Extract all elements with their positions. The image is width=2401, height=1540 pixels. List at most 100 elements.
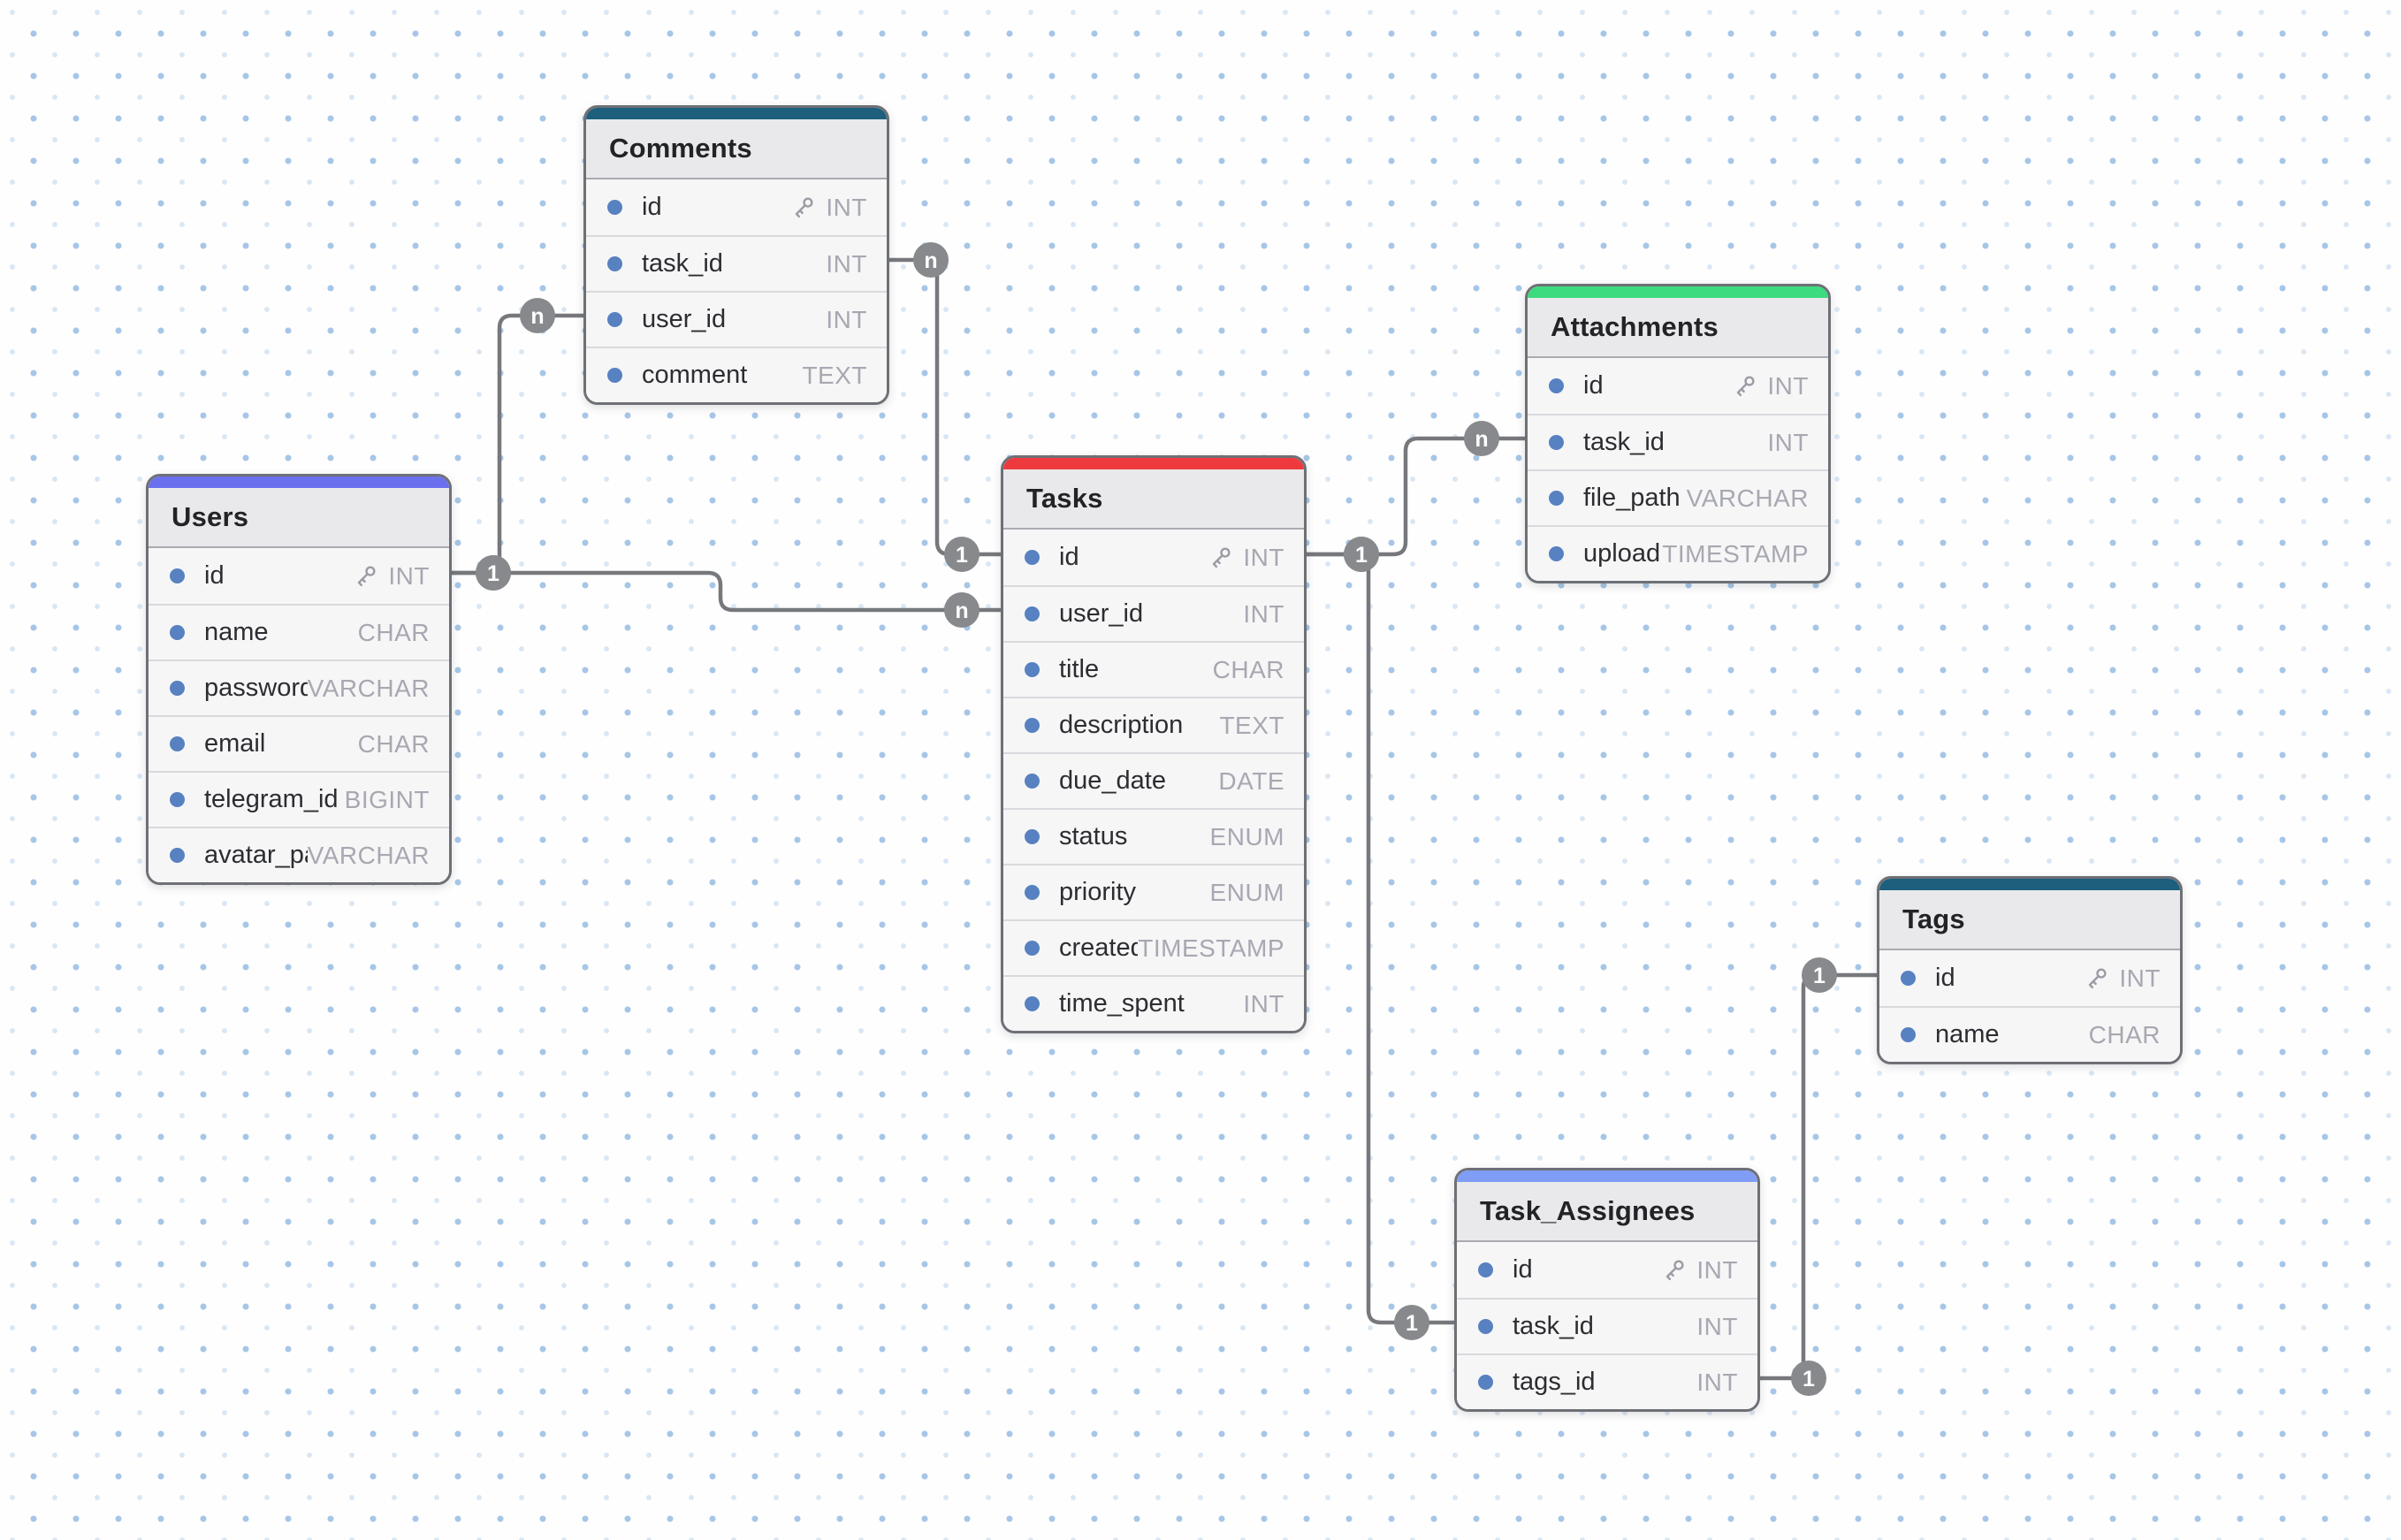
field-name: task_id — [1583, 428, 1665, 456]
field-row-task_assignees-tags_id[interactable]: tags_id INT — [1457, 1353, 1757, 1409]
relationship-users-id-to-tasks-user-id[interactable] — [452, 570, 1001, 613]
field-row-users-avatar_pa[interactable]: avatar_pa... VARCHAR — [149, 827, 449, 882]
field-row-tasks-due_date[interactable]: due_date DATE — [1003, 752, 1304, 808]
cardinality-label-users-id-to-comments-user-id: n — [520, 298, 555, 333]
field-name: id — [1059, 543, 1079, 571]
field-name: description — [1059, 711, 1184, 739]
field-row-tasks-user_id[interactable]: user_id INT — [1003, 585, 1304, 641]
field-name: title — [1059, 655, 1100, 683]
field-meta: INT — [1243, 990, 1284, 1018]
field-row-tags-name[interactable]: name CHAR — [1879, 1006, 2180, 1062]
field-row-users-email[interactable]: email CHAR — [149, 715, 449, 771]
svg-text:n: n — [530, 304, 544, 329]
field-meta: INT — [1660, 1256, 1738, 1285]
field-dot-icon — [1025, 885, 1040, 900]
field-type: INT — [1767, 428, 1809, 456]
field-row-tasks-id[interactable]: id INT — [1003, 530, 1304, 585]
cardinality-label-tasks-id-to-task-assignees-task-id: 1 — [1394, 1305, 1429, 1340]
field-dot-icon — [1549, 378, 1564, 393]
table-title[interactable]: Attachments — [1528, 298, 1828, 358]
table-attachments[interactable]: Attachments id INT task_id INT file_path… — [1525, 284, 1831, 583]
field-type: CHAR — [357, 618, 430, 646]
field-row-users-id[interactable]: id INT — [149, 548, 449, 604]
table-tasks[interactable]: Tasks id INT user_id INT title CHAR desc… — [1001, 455, 1307, 1033]
field-name: telegram_id — [204, 785, 339, 813]
table-title[interactable]: Tags — [1879, 890, 2180, 950]
field-row-comments-user_id[interactable]: user_id INT — [586, 291, 887, 347]
table-users[interactable]: Users id INT name CHAR password VARCHAR … — [146, 474, 452, 885]
field-type: INT — [2119, 964, 2161, 992]
field-name: comment — [642, 361, 748, 389]
field-row-attachments-file_path[interactable]: file_path VARCHAR — [1528, 469, 1828, 525]
field-row-tasks-status[interactable]: status ENUM — [1003, 808, 1304, 864]
field-row-task_assignees-id[interactable]: id INT — [1457, 1242, 1757, 1298]
table-task_assignees[interactable]: Task_Assignees id INT task_id INT tags_i… — [1454, 1168, 1760, 1412]
field-dot-icon — [1478, 1375, 1493, 1390]
field-type: TEXT — [802, 361, 867, 389]
table-accent-bar — [586, 108, 887, 119]
field-meta: CHAR — [358, 619, 430, 647]
table-title[interactable]: Users — [149, 488, 449, 548]
table-comments[interactable]: Comments id INT task_id INT user_id INT … — [583, 105, 889, 405]
field-dot-icon — [1478, 1319, 1493, 1334]
relationship-tasks-id-to-comments-task-id[interactable] — [889, 257, 1001, 557]
field-dot-icon — [1549, 546, 1564, 561]
field-meta: DATE — [1218, 767, 1284, 796]
primary-key-icon — [1213, 547, 1231, 568]
field-row-attachments-upload[interactable]: upload... TIMESTAMP — [1528, 525, 1828, 581]
field-name: email — [204, 729, 266, 758]
svg-text:1: 1 — [1803, 1367, 1815, 1391]
field-meta: VARCHAR — [308, 842, 430, 870]
svg-text:1: 1 — [1406, 1311, 1418, 1336]
field-row-attachments-id[interactable]: id INT — [1528, 358, 1828, 414]
field-row-comments-id[interactable]: id INT — [586, 179, 887, 235]
relationship-tasks-id-to-attachments-task-id[interactable] — [1307, 436, 1525, 557]
field-row-comments-task_id[interactable]: task_id INT — [586, 235, 887, 291]
field-meta: INT — [1767, 429, 1809, 457]
field-meta: ENUM — [1210, 879, 1284, 907]
primary-key-icon — [796, 197, 813, 218]
field-row-tasks-time_spent[interactable]: time_spent INT — [1003, 975, 1304, 1031]
primary-key-icon — [1666, 1260, 1684, 1281]
field-name: id — [1583, 371, 1604, 400]
field-row-comments-comment[interactable]: comment TEXT — [586, 347, 887, 402]
field-row-users-telegram_id[interactable]: telegram_id BIGINT — [149, 771, 449, 827]
field-dot-icon — [1901, 1027, 1916, 1042]
field-name: avatar_pa... — [204, 841, 308, 869]
field-type: ENUM — [1209, 878, 1284, 906]
field-name: status — [1059, 822, 1128, 850]
field-row-users-name[interactable]: name CHAR — [149, 604, 449, 659]
field-type: INT — [826, 305, 867, 333]
field-row-tags-id[interactable]: id INT — [1879, 950, 2180, 1006]
field-dot-icon — [1025, 718, 1040, 733]
field-dot-icon — [170, 736, 185, 751]
primary-key-icon — [358, 566, 376, 587]
field-name: task_id — [642, 249, 723, 278]
field-row-tasks-description[interactable]: description TEXT — [1003, 697, 1304, 752]
relationship-tasks-id-to-task-assignees-task-id[interactable] — [1307, 552, 1454, 1325]
field-row-attachments-task_id[interactable]: task_id INT — [1528, 414, 1828, 469]
field-type: TIMESTAMP — [1662, 539, 1809, 568]
field-type: VARCHAR — [307, 674, 430, 702]
field-row-tasks-priority[interactable]: priority ENUM — [1003, 864, 1304, 919]
field-type: INT — [826, 249, 867, 278]
relationship-tags-id-to-task-assignees-tags-id[interactable] — [1760, 972, 1877, 1381]
table-title[interactable]: Task_Assignees — [1457, 1182, 1757, 1242]
table-tags[interactable]: Tags id INT name CHAR — [1877, 876, 2183, 1064]
field-dot-icon — [607, 200, 622, 215]
field-name: created... — [1059, 934, 1138, 962]
cardinality-label-tasks-id-to-attachments-task-id: n — [1464, 421, 1499, 456]
table-title[interactable]: Tasks — [1003, 469, 1304, 530]
field-row-task_assignees-task_id[interactable]: task_id INT — [1457, 1298, 1757, 1353]
table-title[interactable]: Comments — [586, 119, 887, 179]
field-name: password — [204, 674, 308, 702]
field-row-tasks-title[interactable]: title CHAR — [1003, 641, 1304, 697]
field-meta: INT — [1696, 1313, 1738, 1341]
relationship-users-id-to-comments-user-id[interactable] — [452, 313, 583, 576]
field-row-tasks-created[interactable]: created... TIMESTAMP — [1003, 919, 1304, 975]
field-dot-icon — [607, 256, 622, 271]
field-row-users-password[interactable]: password VARCHAR — [149, 659, 449, 715]
cardinality-label-tasks-id-to-comments-task-id: n — [913, 242, 949, 278]
